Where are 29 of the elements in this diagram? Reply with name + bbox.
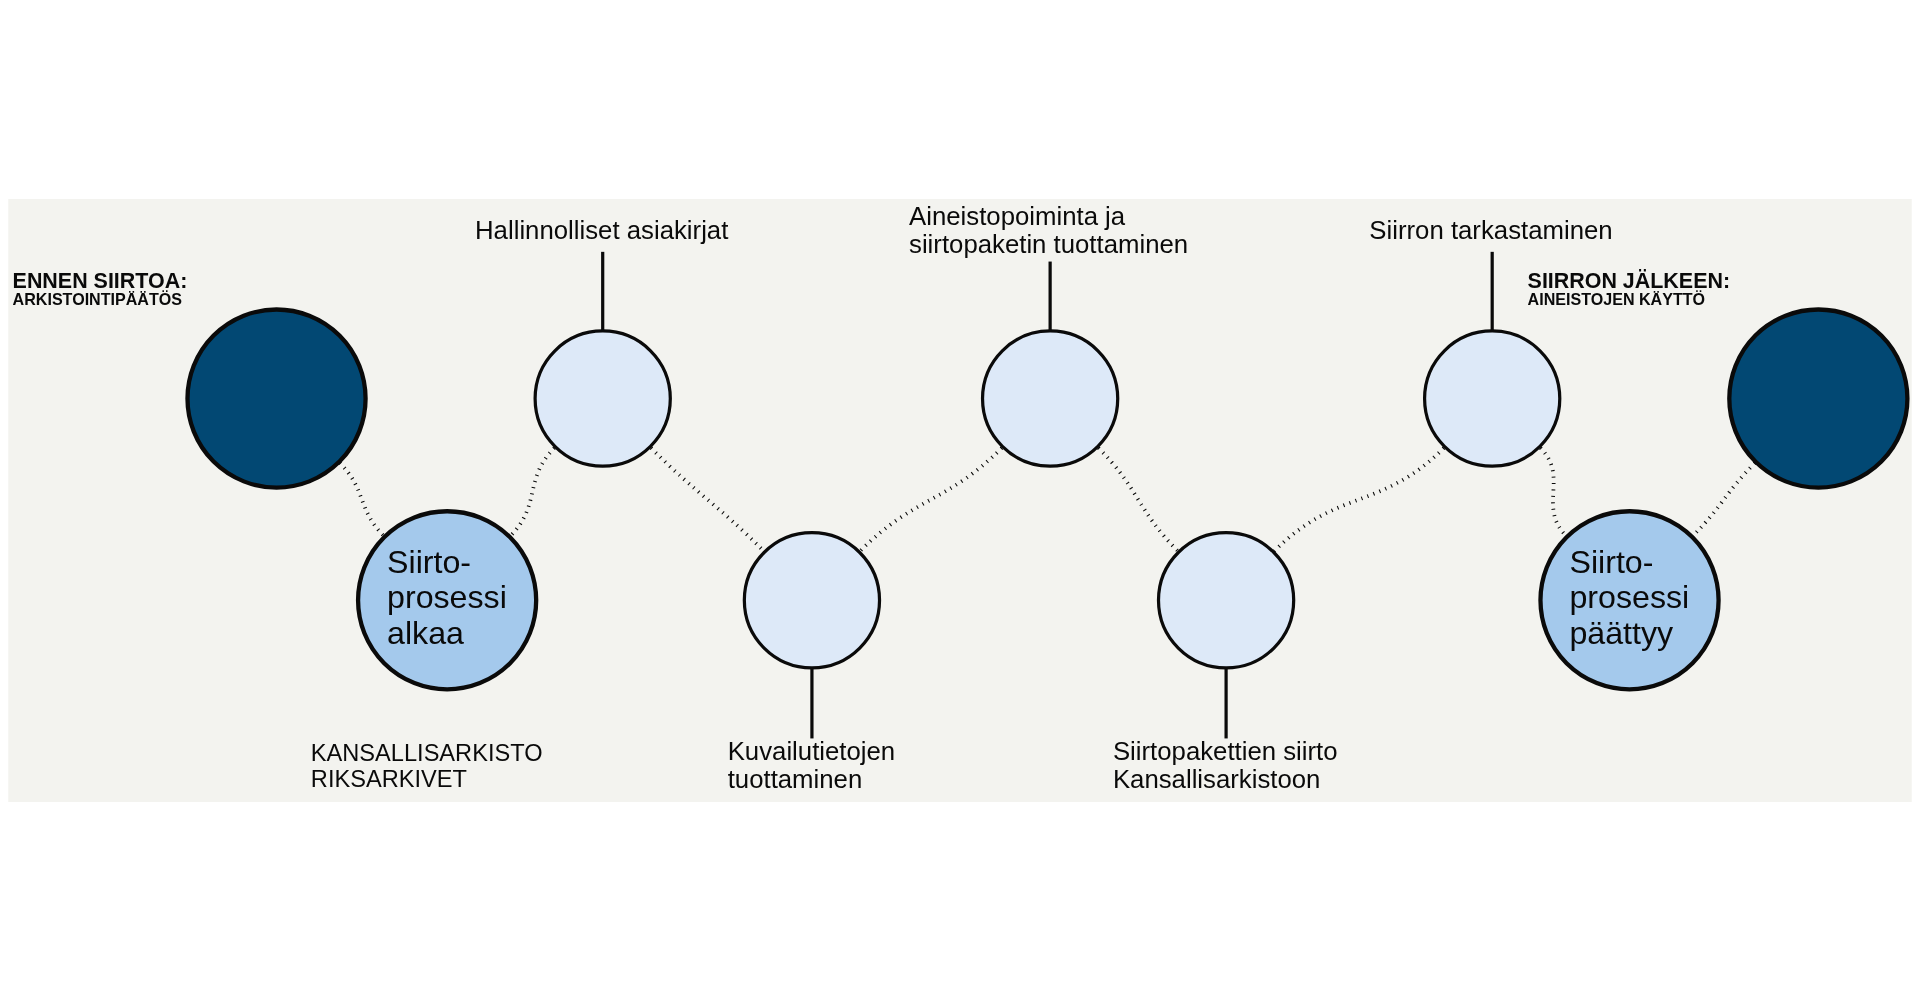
node-text: Siirron tarkastaminen [1369,215,1613,244]
node-text: Aineistopoiminta ja siirtopaketin tuottaminen [909,201,1189,258]
connector [810,667,814,738]
connector [1224,667,1228,738]
node-circle [1156,530,1296,669]
node-circle [1727,306,1910,490]
connector [858,446,1004,552]
node-circle [533,328,672,468]
node-circle [980,328,1120,468]
node-label: AINEISTOJEN KÄYTTÖ [1527,289,1706,308]
node-circle: Siirto- prosessi alkaa [355,508,539,691]
connector [601,251,605,331]
connector [1490,251,1494,331]
node-label: ARKISTOINTIPÄÄTÖS [12,289,183,308]
node-circle [1423,328,1562,468]
connector [1097,446,1180,552]
node-circle: Siirto- prosessi päättyy [1538,508,1721,691]
node-text: Hallinnolliset asiakirjat [475,215,729,244]
connector [338,461,386,537]
connector [1048,261,1052,331]
node-circle [742,530,882,669]
label: KANSALLISARKISTO RIKSARKIVET [310,739,543,792]
node-text: Siirtopakettien siirto Kansallisarkistoon [1112,736,1338,793]
connector [1539,446,1568,537]
connector [649,446,765,552]
connector [509,446,556,537]
node-circle [185,306,368,490]
connector [1273,446,1446,552]
node-text: Kuvailutietojen tuottaminen [727,736,896,793]
